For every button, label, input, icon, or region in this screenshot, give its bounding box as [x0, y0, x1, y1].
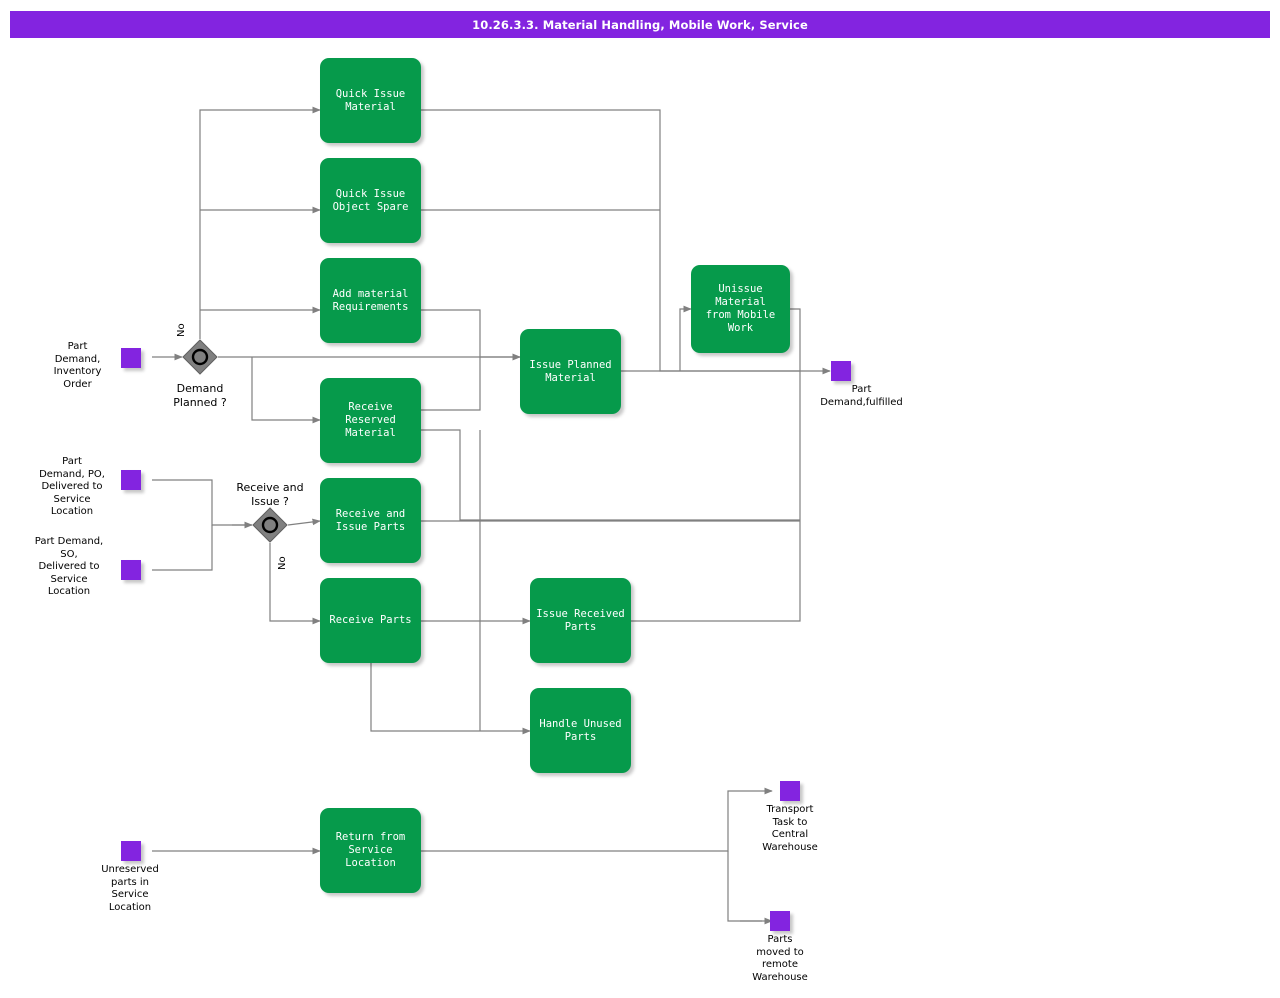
inclusive-gateway-icon [252, 507, 288, 543]
link-receive-reserved-material-to-issue-planned-material [421, 357, 481, 411]
task-unissue-material-from-mobile-work[interactable]: Unissue Material from Mobile Work [691, 265, 790, 353]
task-issue-received-parts[interactable]: Issue Received Parts [530, 578, 631, 663]
event-label-part-demand-fulfilled: Part Demand,fulfilled [820, 384, 903, 408]
task-add-material-requirements[interactable]: Add material Requirements [320, 258, 421, 343]
link-add-material-requirements-to-issue-planned-material [421, 309, 521, 361]
task-label: Issue Planned Material [529, 358, 612, 384]
event-parts-moved-to-remote-warehouse[interactable] [770, 911, 790, 931]
link-spine-to-unissue-material [679, 305, 692, 371]
link-demand-planned-to-quick-issue-material [199, 106, 321, 339]
task-return-from-service-location[interactable]: Return from Service Location [320, 808, 421, 893]
event-part-demand-fulfilled[interactable] [831, 361, 851, 381]
event-part-demand-inventory-order[interactable] [121, 348, 141, 368]
event-label-part-demand-po-delivered: Part Demand, PO, Delivered to Service Lo… [39, 456, 105, 517]
task-issue-planned-material[interactable]: Issue Planned Material [520, 329, 621, 414]
task-label: Issue Received Parts [536, 607, 625, 633]
event-transport-task-to-central-warehouse[interactable] [780, 781, 800, 801]
edge-label-demand-planned-no: No [176, 323, 187, 337]
event-label-part-demand-so-delivered: Part Demand, SO, Delivered to Service Lo… [34, 536, 104, 597]
link-receive-reserved-material-to-collector [421, 429, 800, 521]
task-label: Add material Requirements [332, 287, 409, 313]
link-demand-planned-to-receive-reserved-material [251, 357, 321, 424]
gateway-label-receive-and-issue: Receive and Issue ? [236, 481, 304, 508]
gateway-label-demand-planned: Demand Planned ? [173, 382, 227, 409]
task-label: Receive Reserved Material [345, 401, 396, 439]
link-receive-parts-to-handle-unused-parts [370, 662, 531, 735]
link-return-to-parts-moved [727, 851, 762, 922]
event-part-demand-so-delivered[interactable] [121, 560, 141, 580]
link-return-to-transport-task [421, 787, 773, 852]
event-unreserved-parts-in-service-location[interactable] [121, 841, 141, 861]
task-handle-unused-parts[interactable]: Handle Unused Parts [530, 688, 631, 773]
gateway-demand-planned[interactable] [182, 339, 218, 375]
link-so-to-receive-and-issue [152, 525, 213, 571]
link-gateway-to-receive-and-issue-parts [287, 518, 321, 526]
edge-label-receive-and-issue-no: No [277, 556, 288, 570]
task-label: Quick Issue Material [335, 87, 406, 113]
task-receive-and-issue-parts[interactable]: Receive and Issue Parts [320, 478, 421, 563]
link-unissue-material-to-fulfilled [790, 308, 801, 371]
link-gateway-no-to-receive-parts [269, 543, 321, 625]
inclusive-gateway-icon [182, 339, 218, 375]
task-label: Receive Parts [329, 614, 412, 626]
task-quick-issue-object-spare[interactable]: Quick Issue Object Spare [320, 158, 421, 243]
task-label: Quick Issue Object Spare [332, 187, 409, 213]
task-label: Receive and Issue Parts [335, 507, 406, 533]
event-label-parts-moved-to-remote-warehouse: Parts moved to remote Warehouse [752, 934, 808, 983]
page-title: 10.26.3.3. Material Handling, Mobile Wor… [10, 11, 1270, 38]
event-part-demand-po-delivered[interactable] [121, 470, 141, 490]
task-label: Handle Unused Parts [539, 717, 622, 743]
task-receive-parts[interactable]: Receive Parts [320, 578, 421, 663]
link-issue-received-parts-to-fulfilled [631, 371, 801, 622]
task-quick-issue-material[interactable]: Quick Issue Material [320, 58, 421, 143]
task-label: Return from Service Location [335, 831, 406, 869]
task-receive-reserved-material[interactable]: Receive Reserved Material [320, 378, 421, 463]
gateway-receive-and-issue[interactable] [252, 507, 288, 543]
event-label-part-demand-inventory-order: Part Demand, Inventory Order [53, 341, 102, 390]
task-label: Unissue Material from Mobile Work [705, 283, 776, 334]
event-label-transport-task-to-central-warehouse: Transport Task to Central Warehouse [762, 804, 818, 853]
event-label-unreserved-parts-in-service-location: Unreserved parts in Service Location [101, 864, 159, 913]
